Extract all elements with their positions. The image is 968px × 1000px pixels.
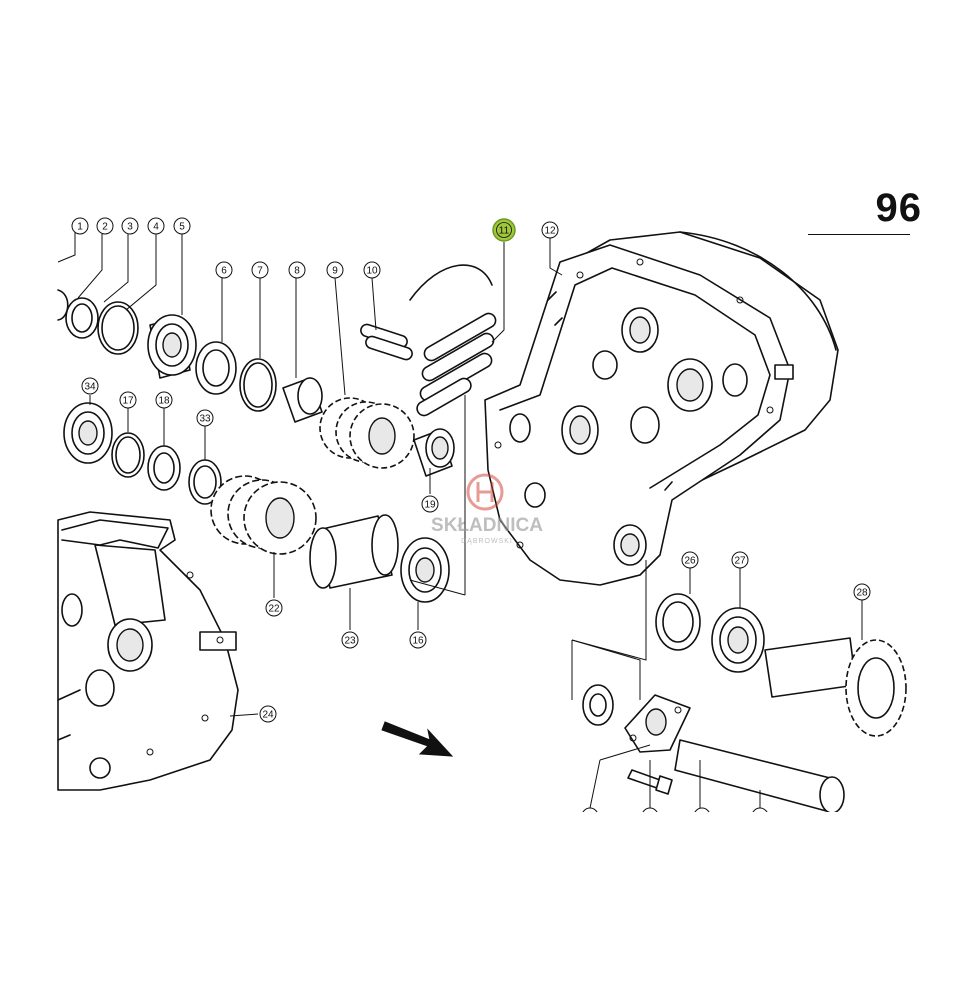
page-number-rule [808, 234, 910, 235]
callout-10[interactable]: 10 [363, 261, 381, 279]
svg-text:18: 18 [158, 396, 170, 407]
callout-24[interactable]: 24 [259, 705, 277, 723]
triple-sprocket-lower [210, 475, 317, 555]
svg-text:28: 28 [856, 588, 868, 599]
callout-8[interactable]: 8 [288, 261, 306, 279]
callout-17[interactable]: 17 [119, 391, 137, 409]
callout-27[interactable]: 27 [731, 551, 749, 569]
callout-18[interactable]: 18 [155, 391, 173, 409]
svg-text:7: 7 [257, 266, 263, 277]
callout-26[interactable]: 26 [681, 551, 699, 569]
callout-19[interactable]: 19 [421, 495, 439, 513]
svg-text:24: 24 [262, 710, 274, 721]
watermark-brand: SKŁADNICA [431, 515, 543, 536]
svg-text:23: 23 [344, 636, 356, 647]
svg-text:2: 2 [102, 222, 108, 233]
callout-34[interactable]: 34 [81, 377, 99, 395]
svg-text:19: 19 [424, 500, 436, 511]
callout-16[interactable]: 16 [409, 631, 427, 649]
svg-text:3: 3 [127, 222, 133, 233]
upper-shaft-parts [57, 264, 497, 477]
callout-1[interactable]: 1 [71, 217, 89, 235]
chain-connecting-link [360, 264, 493, 361]
housing-cover [57, 511, 239, 791]
callout-5[interactable]: 5 [173, 217, 191, 235]
svg-text:12: 12 [544, 226, 556, 237]
svg-text:8: 8 [294, 266, 300, 277]
triple-sprocket [319, 397, 415, 469]
svg-text:34: 34 [84, 382, 96, 393]
callout-33[interactable]: 33 [196, 409, 214, 427]
svg-text:10: 10 [366, 266, 378, 277]
svg-text:5: 5 [179, 222, 185, 233]
callout-12[interactable]: 12 [541, 221, 559, 239]
svg-text:27: 27 [734, 556, 746, 567]
svg-text:4: 4 [153, 222, 159, 233]
svg-text:26: 26 [684, 556, 696, 567]
callout-3[interactable]: 3 [121, 217, 139, 235]
svg-text:6: 6 [221, 266, 227, 277]
watermark-sub: DĄBROWSKI [461, 538, 513, 545]
callout-6[interactable]: 6 [215, 261, 233, 279]
callout-28[interactable]: 28 [853, 583, 871, 601]
crop-mask [0, 812, 968, 1000]
callout-4[interactable]: 4 [147, 217, 165, 235]
callout-11[interactable]: 11 [492, 218, 516, 242]
arrow-icon [381, 721, 454, 757]
lower-shaft-parts [63, 402, 450, 603]
output-shaft-group [571, 593, 907, 814]
callout-2[interactable]: 2 [96, 217, 114, 235]
svg-text:16: 16 [412, 636, 424, 647]
callout-7[interactable]: 7 [251, 261, 269, 279]
roller-chain [416, 312, 497, 417]
leader-lines [57, 226, 863, 717]
svg-text:9: 9 [332, 266, 338, 277]
callout-23[interactable]: 23 [341, 631, 359, 649]
svg-text:1: 1 [77, 222, 83, 233]
svg-text:22: 22 [268, 604, 280, 615]
watermark: SKŁADNICA DĄBROWSKI [431, 473, 543, 545]
gearbox-housing [484, 231, 839, 586]
watermark-logo-icon [466, 473, 504, 511]
callout-22[interactable]: 22 [265, 599, 283, 617]
svg-text:17: 17 [122, 396, 134, 407]
page-number: 96 [875, 186, 922, 230]
svg-text:11: 11 [499, 226, 510, 237]
callout-9[interactable]: 9 [326, 261, 344, 279]
svg-text:33: 33 [199, 414, 211, 425]
